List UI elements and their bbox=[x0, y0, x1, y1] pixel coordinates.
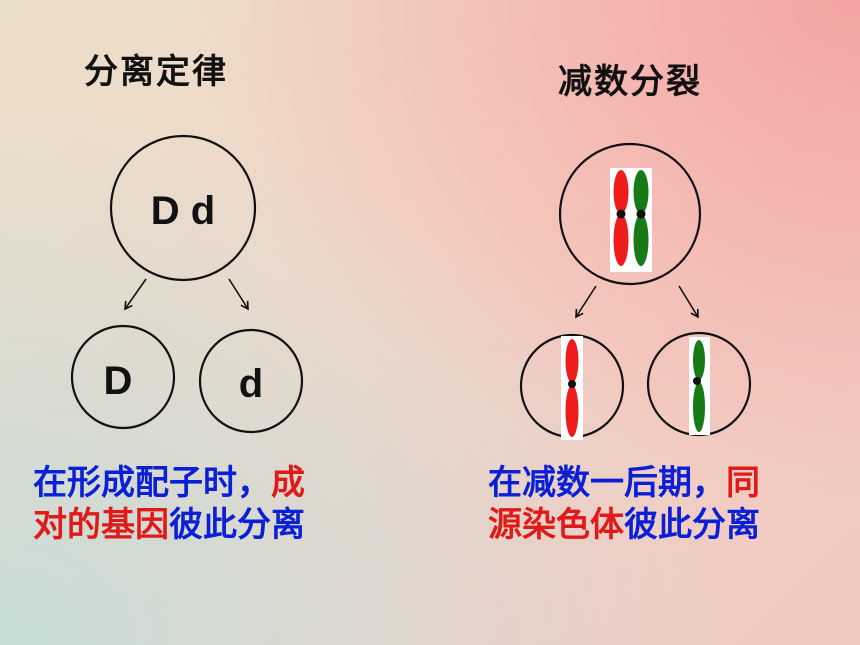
left-caption: 在形成配子时，成 对的基因彼此分离 bbox=[33, 462, 305, 546]
child-genotype-dominant-label: D bbox=[104, 359, 133, 403]
left-title: 分离定律 bbox=[84, 52, 228, 92]
arrow-right-down-right bbox=[678, 285, 699, 319]
arrow-left-down-right bbox=[228, 278, 249, 311]
parent-genotype-label: D d bbox=[151, 189, 215, 233]
left-caption-line-2: 对的基因彼此分离 bbox=[33, 505, 305, 545]
arrow-right-down-left bbox=[575, 285, 597, 319]
child-genotype-recessive-label: d bbox=[239, 362, 263, 406]
left-child-cell-dominant: D bbox=[70, 324, 176, 430]
right-child-cell-red bbox=[519, 333, 625, 440]
arrow-left-down-left bbox=[124, 278, 147, 311]
right-caption-line-2: 源染色体彼此分离 bbox=[488, 505, 760, 545]
left-child-cell-recessive: d bbox=[198, 328, 304, 434]
right-child-cell-green bbox=[646, 331, 752, 437]
right-caption-line-1: 在减数一后期，同 bbox=[488, 463, 760, 503]
right-caption: 在减数一后期，同 源染色体彼此分离 bbox=[488, 462, 760, 546]
green-chromosome-parent bbox=[633, 170, 649, 266]
red-chromosome-parent bbox=[613, 170, 629, 266]
left-caption-line-1: 在形成配子时，成 bbox=[33, 463, 305, 503]
left-parent-cell: D d bbox=[109, 134, 257, 282]
right-parent-cell bbox=[558, 142, 702, 286]
right-title: 减数分裂 bbox=[558, 62, 702, 102]
